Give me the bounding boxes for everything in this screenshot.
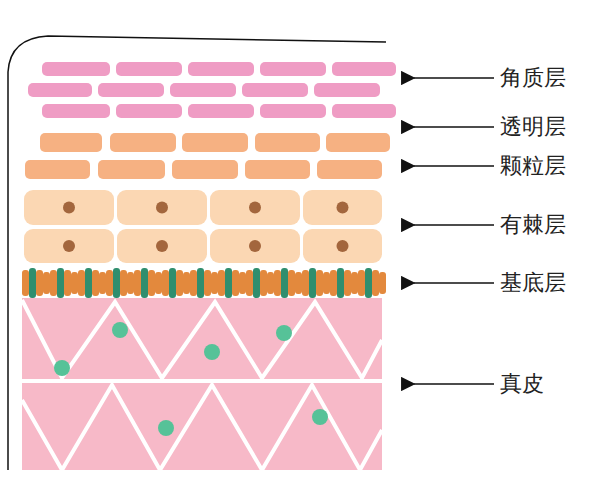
layer-label: 颗粒层 [500, 153, 566, 179]
layer-label: 角质层 [500, 65, 566, 91]
skin-outline [8, 36, 386, 470]
epidermis-layers [22, 62, 396, 298]
dermis [22, 298, 382, 470]
layer-label: 有棘层 [500, 212, 566, 238]
layer-label: 透明层 [500, 114, 566, 140]
layer-label: 基底层 [500, 270, 566, 296]
leader-arrows [414, 78, 494, 384]
layer-label: 真皮 [500, 371, 544, 397]
